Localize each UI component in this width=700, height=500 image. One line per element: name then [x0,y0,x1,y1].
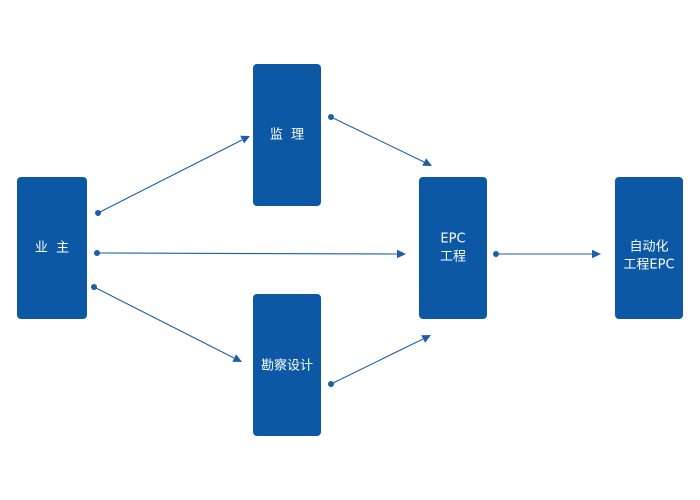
arrowhead [397,249,406,259]
arrowhead [592,249,601,259]
arrowhead [422,158,432,166]
edge-start-dot [91,284,97,290]
edge-supervision-to-epc [328,114,432,166]
node-owner-label: 业 主 [35,241,69,256]
node-survey-design-label: 勘察设计 [261,359,313,374]
arrowhead [232,354,242,362]
edge-owner-to-epc [94,249,406,259]
edge-survey-design-to-epc [328,335,431,387]
edge-start-dot [493,251,499,257]
arrowhead [240,135,250,144]
node-epc-label-line2: 工程 [440,250,466,265]
edge-start-dot [328,381,334,387]
edge-epc-to-automation-epc [493,249,601,259]
arrowhead [421,335,431,343]
edges [91,114,601,387]
node-owner[interactable]: 业 主 [17,177,87,319]
node-supervision[interactable]: 监 理 [253,64,321,206]
edge-start-dot [94,250,100,256]
edge-start-dot [95,210,101,216]
node-automation-epc[interactable]: 自动化 工程EPC [615,177,683,319]
node-automation-epc-label-line2: 工程EPC [623,258,674,273]
node-supervision-label: 监 理 [270,128,304,143]
edge-start-dot [328,114,334,120]
node-epc-label-line1: EPC [440,232,465,247]
edge-owner-to-survey-design [91,284,242,362]
edge-owner-to-supervision [95,135,250,216]
node-automation-epc-label-line1: 自动化 [629,240,668,255]
node-survey-design[interactable]: 勘察设计 [253,294,321,436]
node-epc[interactable]: EPC 工程 [419,177,487,319]
